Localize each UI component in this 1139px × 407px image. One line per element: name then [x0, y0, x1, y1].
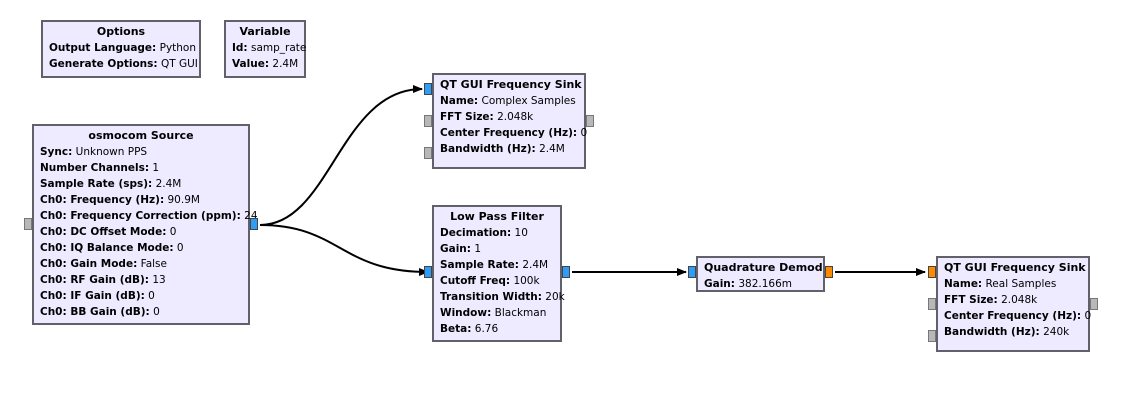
param-row: FFT Size: 2.048k — [944, 294, 1038, 306]
block-title: Low Pass Filter — [450, 210, 544, 223]
quad-float-out-port[interactable] — [825, 266, 833, 278]
lowpass-out-port[interactable] — [562, 266, 570, 278]
options-block[interactable]: Options Output Language: Python Generate… — [41, 20, 201, 78]
freqsink2-freq-out-port[interactable] — [1090, 298, 1098, 310]
param-row: Center Frequency (Hz): 0 — [944, 310, 1092, 322]
param-row: Sync: Unknown PPS — [40, 146, 148, 158]
osmocom-source-block[interactable]: osmocom Source Sync: Unknown PPS Number … — [32, 124, 258, 325]
param-row: Decimation: 10 — [440, 227, 528, 239]
variable-block[interactable]: Variable Id: samp_rate Value: 2.4M — [224, 20, 306, 78]
freq-sink-real-block[interactable]: QT GUI Frequency Sink Name: Real Samples… — [936, 256, 1092, 352]
param-row: Ch0: RF Gain (dB): 13 — [40, 274, 166, 286]
low-pass-filter-block[interactable]: Low Pass Filter Decimation: 10 Gain: 1 S… — [432, 205, 565, 342]
connection-source-to-freqsink1[interactable] — [259, 85, 423, 226]
block-title: Options — [96, 25, 146, 38]
param-row: FFT Size: 2.048k — [440, 111, 534, 123]
osmocom-complex-out-port[interactable] — [250, 218, 258, 230]
param-row: Sample Rate (sps): 2.4M — [40, 178, 182, 190]
param-row: Sample Rate: 2.4M — [440, 259, 549, 271]
param-row: Ch0: IQ Balance Mode: 0 — [40, 242, 184, 254]
freqsink2-freq-in-port[interactable] — [928, 298, 936, 310]
param-row: Cutoff Freq: 100k — [440, 275, 540, 287]
quad-complex-in-port[interactable] — [688, 266, 696, 278]
param-row: Number Channels: 1 — [40, 162, 160, 174]
block-title: QT GUI Frequency Sink — [440, 78, 582, 91]
param-row: Gain: 1 — [440, 243, 482, 255]
freqsink2-bw-in-port[interactable] — [928, 330, 936, 342]
block-title: QT GUI Frequency Sink — [944, 261, 1086, 274]
param-row: Id: samp_rate — [232, 42, 307, 54]
param-row: Ch0: DC Offset Mode: 0 — [40, 226, 177, 238]
osmocom-message-in-port[interactable] — [24, 218, 32, 230]
param-row: Bandwidth (Hz): 240k — [944, 326, 1070, 338]
param-row: Output Language: Python — [49, 42, 197, 54]
param-row: Generate Options: QT GUI — [49, 58, 198, 70]
block-title: Quadrature Demod — [704, 261, 823, 274]
param-row: Transition Width: 20k — [440, 291, 565, 303]
param-row: Ch0: BB Gain (dB): 0 — [40, 306, 160, 318]
param-row: Ch0: Gain Mode: False — [40, 258, 167, 270]
freqsink1-freq-out-port[interactable] — [586, 115, 594, 127]
param-row: Value: 2.4M — [232, 58, 299, 70]
param-row: Gain: 382.166m — [704, 278, 792, 290]
param-row: Name: Real Samples — [944, 278, 1057, 290]
connection-source-to-lowpass[interactable] — [259, 224, 429, 276]
freqsink1-bw-in-port[interactable] — [424, 147, 432, 159]
param-row: Bandwidth (Hz): 2.4M — [440, 143, 565, 155]
quadrature-demod-block[interactable]: Quadrature Demod Gain: 382.166m — [696, 256, 825, 292]
param-row: Center Frequency (Hz): 0 — [440, 127, 588, 139]
freqsink1-complex-in-port[interactable] — [424, 83, 432, 95]
freqsink2-float-in-port[interactable] — [928, 266, 936, 278]
param-row: Ch0: Frequency Correction (ppm): 24 — [40, 210, 258, 222]
freq-sink-complex-block[interactable]: QT GUI Frequency Sink Name: Complex Samp… — [432, 73, 588, 169]
param-row: Window: Blackman — [440, 307, 547, 319]
block-title: Variable — [239, 25, 291, 38]
param-row: Ch0: IF Gain (dB): 0 — [40, 290, 155, 302]
param-row: Ch0: Frequency (Hz): 90.9M — [40, 194, 200, 206]
param-row: Beta: 6.76 — [440, 323, 499, 335]
freqsink1-freq-in-port[interactable] — [424, 115, 432, 127]
param-row: Name: Complex Samples — [440, 95, 576, 107]
lowpass-in-port[interactable] — [424, 266, 432, 278]
block-title: osmocom Source — [88, 129, 194, 142]
